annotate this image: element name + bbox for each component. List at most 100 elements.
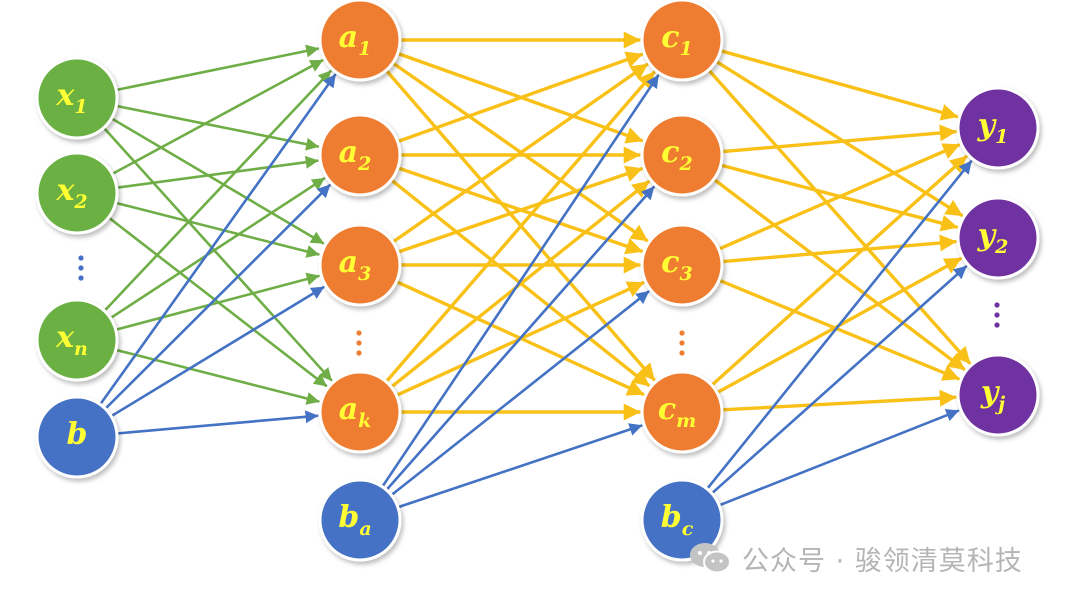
edge-input-2-to-a-0 [101, 69, 332, 314]
hidden2-node-2: c2 [640, 113, 724, 197]
hidden1-node-4-label-base: a [339, 392, 358, 427]
edge-input-2-to-a-1 [107, 177, 326, 321]
input-node-1: x1 [35, 56, 119, 140]
ellipsis-dot [679, 330, 685, 336]
ellipsis-dot [994, 322, 1000, 328]
hidden2-node-1-label-base: c [661, 20, 679, 55]
ellipsis-dot [356, 340, 362, 346]
edge-a-0-to-c-2 [389, 60, 649, 243]
input-node-3-circle [35, 298, 119, 382]
edge-c-1-to-y-0 [718, 124, 957, 154]
edge-c-2-to-y-2 [715, 277, 960, 381]
output-node-2-circle [956, 196, 1040, 280]
edge-bias-to-a-0 [97, 73, 337, 408]
wechat-icon [688, 540, 732, 576]
hidden2-node-3-label-base: c [661, 245, 679, 280]
watermark: 公众号 · 骏领清莫科技 [688, 538, 1023, 578]
edge-ba-to-c-1 [383, 185, 655, 493]
hidden1-bias-node-label: ba [338, 500, 371, 540]
hidden2-node-3: c3 [640, 223, 724, 307]
output-node-2-label-base: y [977, 218, 998, 253]
edge-bc-to-y-2 [716, 409, 960, 508]
hidden2-node-3-circle [640, 223, 724, 307]
edge-input-1-to-a-0 [109, 59, 324, 177]
output-node-1-label-sub: 1 [995, 126, 1008, 148]
hidden1-node-3-label-sub: 3 [358, 263, 371, 285]
edge-ba-to-c-2 [388, 290, 650, 498]
hidden1-bias-node-circle [318, 478, 402, 562]
edge-input-2-to-a-2 [112, 272, 320, 332]
input-node-3-label-sub: n [74, 338, 88, 360]
edge-ba-to-c-3 [394, 423, 643, 510]
input-node-3-label-base: x [55, 320, 75, 355]
edge-input-0-to-a-0 [112, 44, 320, 92]
edge-bias-to-a-3 [113, 410, 319, 435]
hidden2-node-2-label-base: c [661, 135, 679, 170]
ellipsis-dot [994, 302, 1000, 308]
watermark-text: 公众号 · 骏领清莫科技 [742, 545, 1023, 577]
output-node-2-label: y2 [977, 218, 1009, 258]
edge-c-2-to-y-0 [715, 143, 961, 252]
hidden1-ellipsis [356, 330, 362, 356]
edge-bc-to-y-1 [709, 265, 968, 496]
ellipsis-dot [78, 275, 84, 281]
hidden1-node-4-label: ak [339, 392, 372, 432]
hidden1-node-1: a1 [318, 0, 402, 82]
ellipsis-dot [994, 312, 1000, 318]
input-node-2-label: x2 [55, 173, 87, 213]
input-node-3-label: xn [55, 320, 88, 360]
output-node-2-label-sub: 2 [994, 236, 1008, 258]
edge-bias-to-a-2 [108, 286, 325, 419]
hidden2-bias-node: bc [640, 478, 724, 562]
output-node-3: yj [956, 353, 1040, 437]
edge-c-0-to-y-1 [712, 58, 964, 217]
output-node-3-label: yj [980, 375, 1005, 415]
hidden2-node-2-label: c2 [661, 135, 693, 175]
input-node-2: x2 [35, 151, 119, 235]
hidden1-node-3-label-base: a [339, 245, 358, 280]
hidden2-bias-node-label: bc [661, 500, 694, 540]
edge-input-2-to-a-3 [112, 348, 320, 405]
edge-c-3-to-y-2 [718, 389, 957, 412]
input-bias-node-label: b [67, 417, 88, 452]
hidden1-node-2: a2 [318, 113, 402, 197]
hidden1-node-1-circle [318, 0, 402, 82]
hidden2-bias-node-circle [640, 478, 724, 562]
edge-input-0-to-a-3 [101, 124, 333, 382]
hidden1-node-3-label: a3 [339, 245, 372, 285]
hidden1-node-2-circle [318, 113, 402, 197]
hidden1-node-4: ak [318, 370, 402, 454]
output-node-1-circle [956, 86, 1040, 170]
input-node-2-circle [35, 151, 119, 235]
hidden1-node-2-label-base: a [339, 135, 358, 170]
hidden2-node-2-label-sub: 2 [679, 153, 693, 175]
input-bias-node-circle [35, 395, 119, 479]
hidden2-bias-node-label-sub: c [682, 518, 694, 540]
ellipsis-dot [356, 350, 362, 356]
edge-a-0-to-c-3 [383, 67, 656, 382]
hidden1-bias-node: ba [318, 478, 402, 562]
ellipsis-dot [679, 340, 685, 346]
ellipsis-dot [78, 265, 84, 271]
hidden2-node-1: c1 [640, 0, 724, 82]
hidden1-bias-node-label-sub: a [359, 518, 371, 540]
output-ellipsis [994, 302, 1000, 328]
hidden2-node-4-circle [640, 370, 724, 454]
edge-a-3-to-c-0 [383, 70, 656, 385]
ellipsis-dot [78, 255, 84, 261]
output-node-1: y1 [956, 86, 1040, 170]
edge-a-1-to-c-0 [394, 51, 644, 144]
hidden2-node-4-label-sub: m [676, 410, 696, 432]
ellipsis-layer [78, 255, 1000, 356]
edge-ba-to-c-0 [379, 74, 660, 490]
hidden1-node-2-label: a2 [339, 135, 372, 175]
input-node-2-label-base: x [55, 173, 75, 208]
hidden1-node-3-circle [318, 223, 402, 307]
edge-a-2-to-c-0 [389, 62, 649, 245]
edge-c-3-to-y-0 [708, 155, 968, 389]
input-node-1-label-sub: 1 [74, 96, 87, 118]
edge-input-0-to-a-2 [108, 116, 325, 245]
input-node-1-label-base: x [55, 78, 75, 113]
